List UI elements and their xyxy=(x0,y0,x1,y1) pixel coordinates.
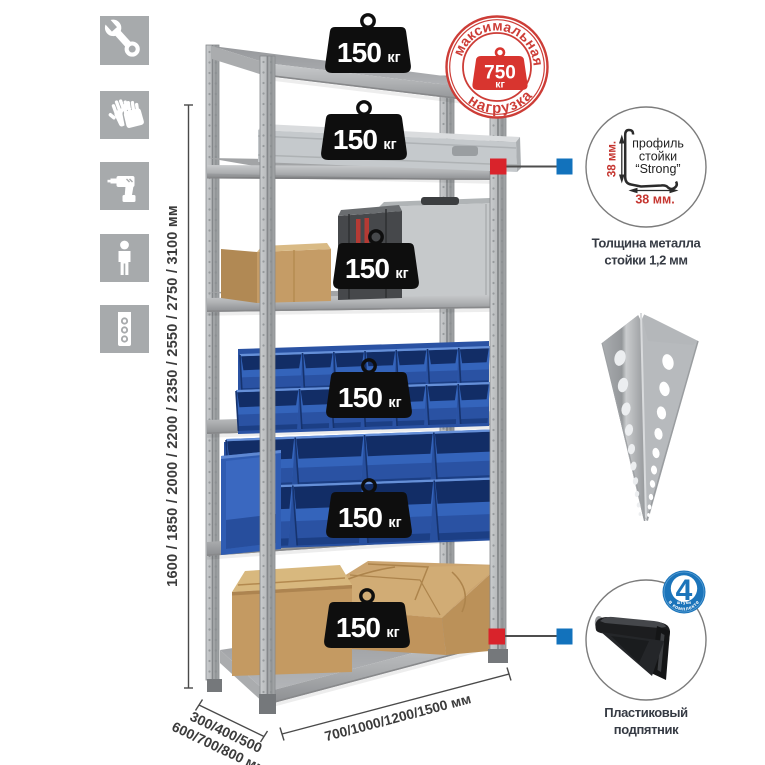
svg-text:750: 750 xyxy=(484,63,516,84)
svg-text:Толщина металла: Толщина металла xyxy=(592,236,702,251)
svg-text:“Strong”: “Strong” xyxy=(635,162,680,176)
svg-text:подпятник: подпятник xyxy=(614,722,679,737)
svg-text:профиль: профиль xyxy=(632,137,684,151)
svg-text:4: 4 xyxy=(676,574,693,607)
svg-text:стойки 1,2 мм: стойки 1,2 мм xyxy=(604,253,687,268)
svg-text:стойки: стойки xyxy=(639,150,677,164)
svg-text:38 мм.: 38 мм. xyxy=(635,193,674,207)
svg-text:кг: кг xyxy=(387,50,400,66)
svg-text:150: 150 xyxy=(337,37,382,68)
svg-text:1600 / 1850 / 2000 / 2200 / 23: 1600 / 1850 / 2000 / 2200 / 2350 / 2550 … xyxy=(165,205,181,587)
svg-text:кг: кг xyxy=(495,79,505,91)
svg-text:38 мм.: 38 мм. xyxy=(607,141,619,177)
svg-text:штуки: штуки xyxy=(677,600,692,605)
svg-text:Пластиковый: Пластиковый xyxy=(604,705,688,720)
